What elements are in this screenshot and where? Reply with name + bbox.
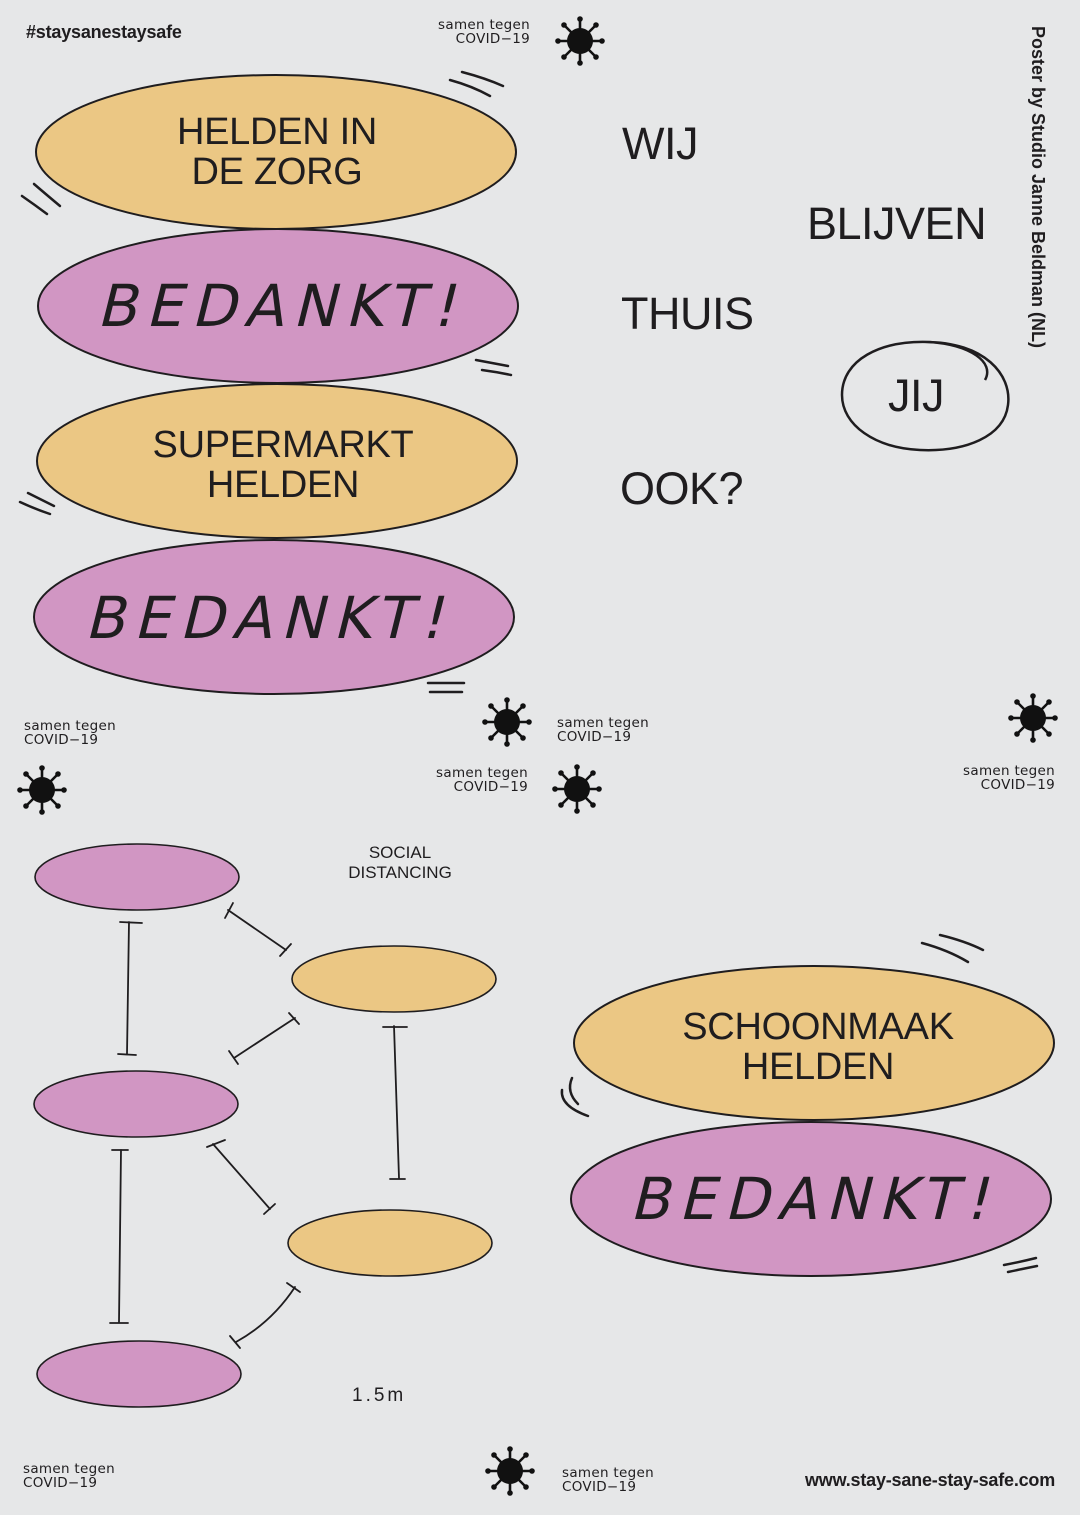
virus-icon — [1006, 691, 1060, 745]
word-blijven: BLIJVEN — [807, 198, 987, 249]
word-wij: WIJ — [622, 118, 698, 169]
bubble-bedankt-1 — [37, 228, 519, 384]
person-yellow-2 — [287, 1209, 493, 1277]
bubble-supermarkt — [36, 383, 518, 539]
hashtag: #staysanestaysafe — [26, 22, 182, 42]
website-url[interactable]: www.stay-sane-stay-safe.com — [805, 1470, 1056, 1490]
jij-circle — [840, 340, 1010, 452]
virus-icon — [483, 1444, 537, 1498]
virus-icon — [15, 763, 69, 817]
virus-icon — [480, 695, 534, 749]
bedankt-text: BEDANKT! — [92, 272, 478, 340]
virus-icon — [553, 14, 607, 68]
bedankt-text: BEDANKT! — [625, 1165, 1011, 1233]
person-pink-3 — [36, 1340, 242, 1408]
virus-icon — [550, 762, 604, 816]
person-yellow-1 — [291, 945, 497, 1013]
bubble-bedankt-2 — [33, 539, 515, 695]
bubble-bedankt-3 — [570, 1121, 1052, 1277]
word-thuis: THUIS — [621, 288, 754, 339]
bedankt-text: BEDANKT! — [80, 584, 466, 652]
distance-label: 1.5m — [352, 1385, 407, 1406]
person-pink-1 — [34, 843, 240, 911]
person-pink-2 — [33, 1070, 239, 1138]
word-jij: JIJ — [888, 370, 945, 421]
poster-credit: Poster by Studio Janne Beldman (NL) — [1028, 26, 1048, 349]
bubble-schoonmaak — [573, 965, 1055, 1121]
word-ook: OOK? — [620, 463, 744, 514]
